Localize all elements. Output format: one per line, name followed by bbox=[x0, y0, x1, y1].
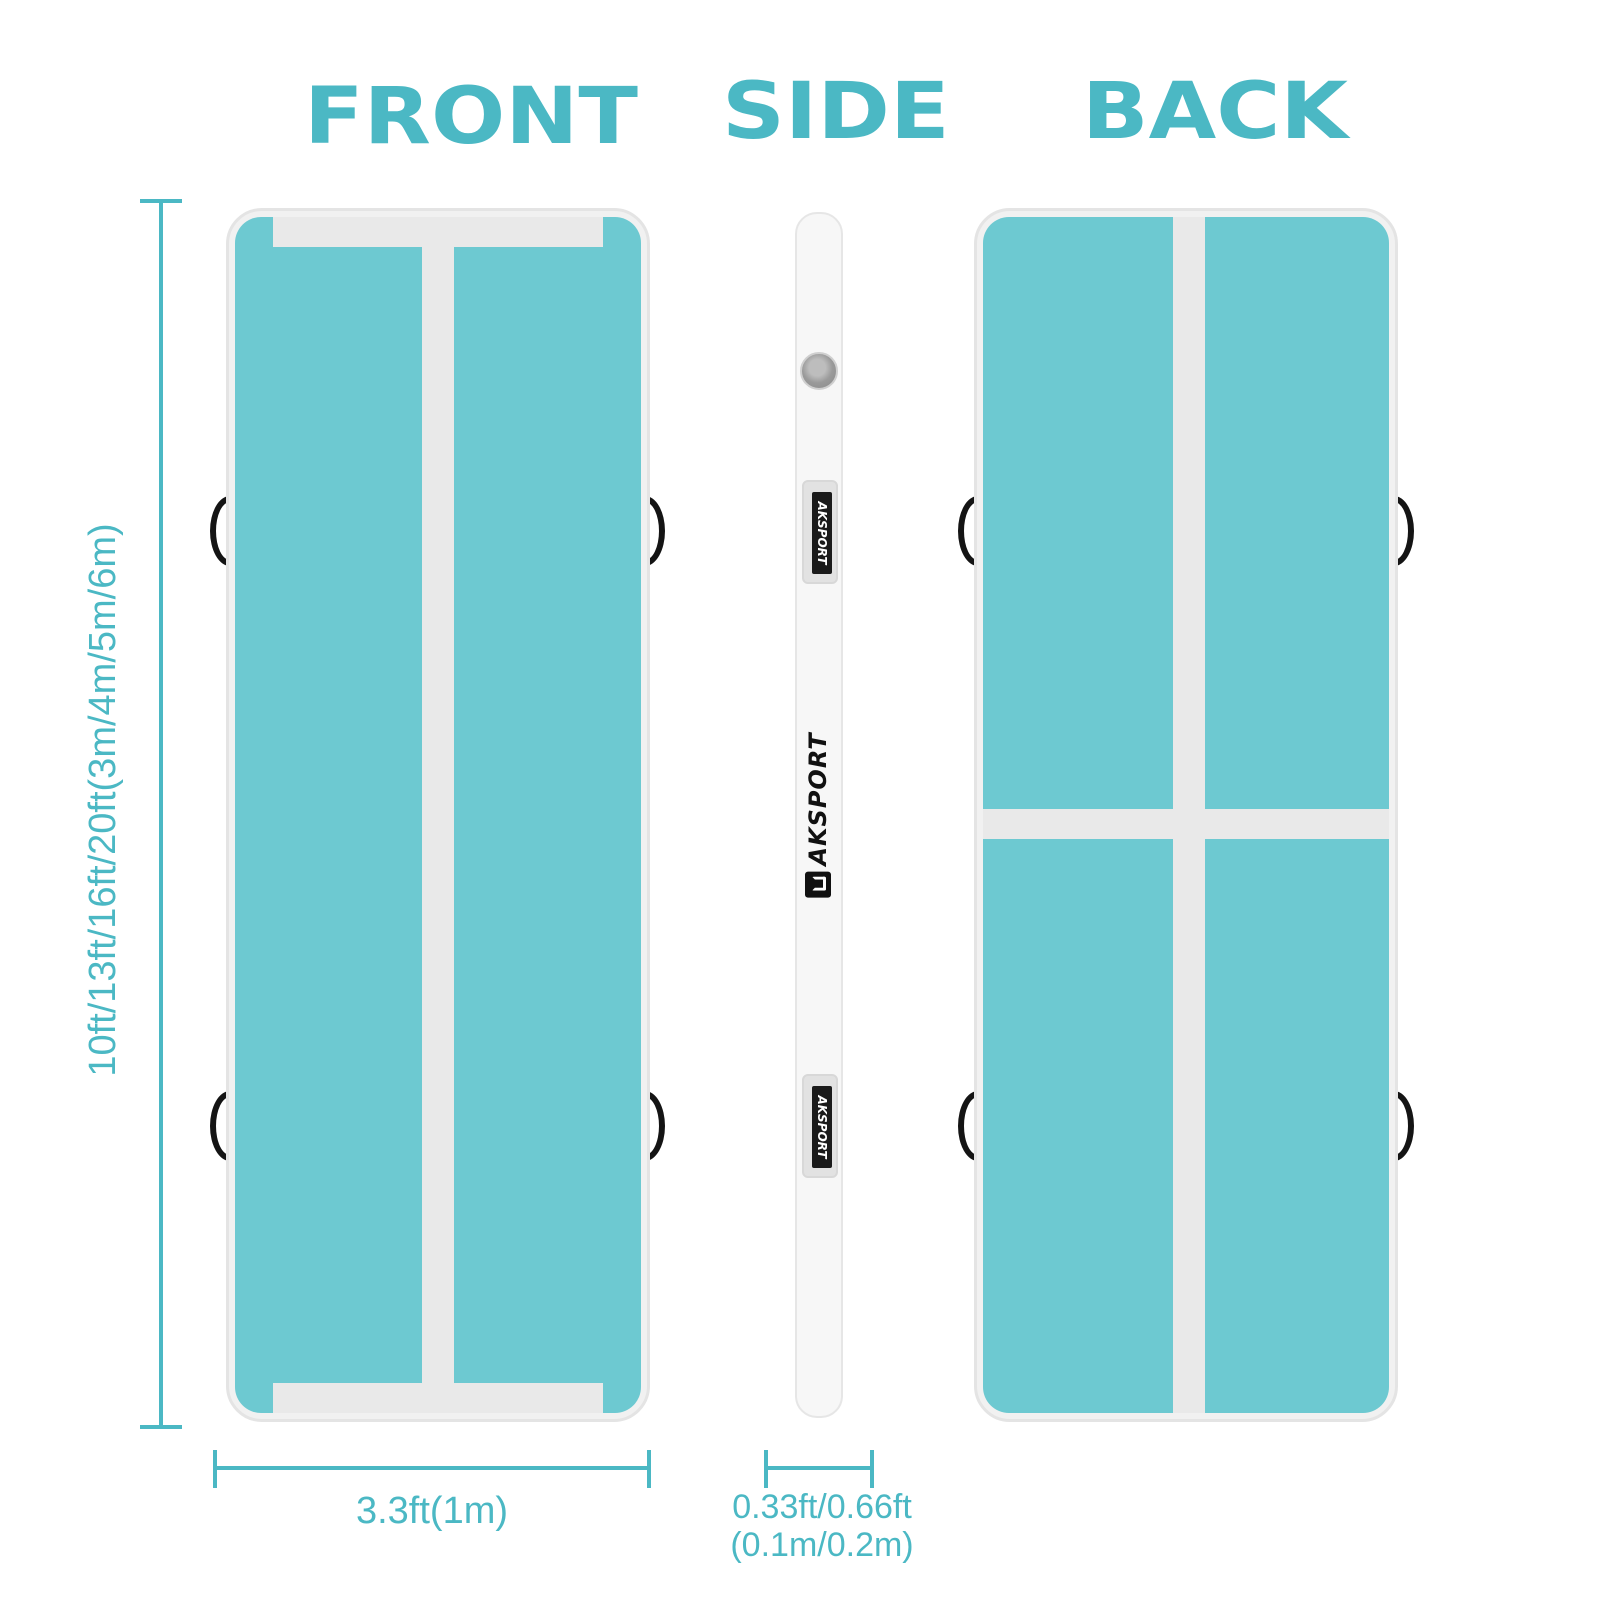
length-cap-bottom bbox=[140, 1425, 182, 1429]
brand-logo: AKSPORT bbox=[804, 732, 832, 898]
length-label: 10ft/13ft/16ft/20ft(3m/4m/5m/6m) bbox=[82, 523, 124, 1077]
brand-logo-text: AKSPORT bbox=[804, 732, 832, 866]
front-heading: FRONT bbox=[304, 72, 638, 162]
thickness-label-line2: (0.1m/0.2m) bbox=[730, 1526, 914, 1564]
thickness-label-line1: 0.33ft/0.66ft bbox=[732, 1488, 912, 1526]
side-label-top: AKSPORT bbox=[802, 480, 838, 584]
side-label-bottom: AKSPORT bbox=[802, 1074, 838, 1178]
side-mat bbox=[795, 212, 843, 1418]
label-badge-top-text: AKSPORT bbox=[815, 501, 829, 565]
front-top-bar bbox=[273, 217, 603, 247]
back-horizontal-strip bbox=[983, 809, 1389, 839]
label-badge-top: AKSPORT bbox=[812, 492, 832, 574]
front-center-line bbox=[422, 247, 454, 1385]
width-line bbox=[213, 1466, 651, 1470]
length-line bbox=[159, 199, 163, 1429]
back-heading: BACK bbox=[1082, 67, 1349, 157]
side-heading: SIDE bbox=[722, 67, 950, 157]
brand-mark-icon bbox=[805, 871, 831, 898]
air-valve-icon bbox=[800, 352, 838, 390]
front-mat bbox=[226, 208, 650, 1422]
front-bottom-bar bbox=[273, 1383, 603, 1413]
label-badge-bottom-text: AKSPORT bbox=[815, 1095, 829, 1159]
width-label: 3.3ft(1m) bbox=[355, 1490, 509, 1532]
back-mat bbox=[974, 208, 1398, 1422]
back-mat-surface bbox=[983, 217, 1389, 1413]
label-badge-bottom: AKSPORT bbox=[812, 1086, 832, 1168]
width-cap-right bbox=[647, 1450, 651, 1488]
front-mat-surface bbox=[235, 217, 641, 1413]
thickness-cap-right bbox=[870, 1450, 874, 1488]
thickness-line bbox=[764, 1466, 874, 1470]
